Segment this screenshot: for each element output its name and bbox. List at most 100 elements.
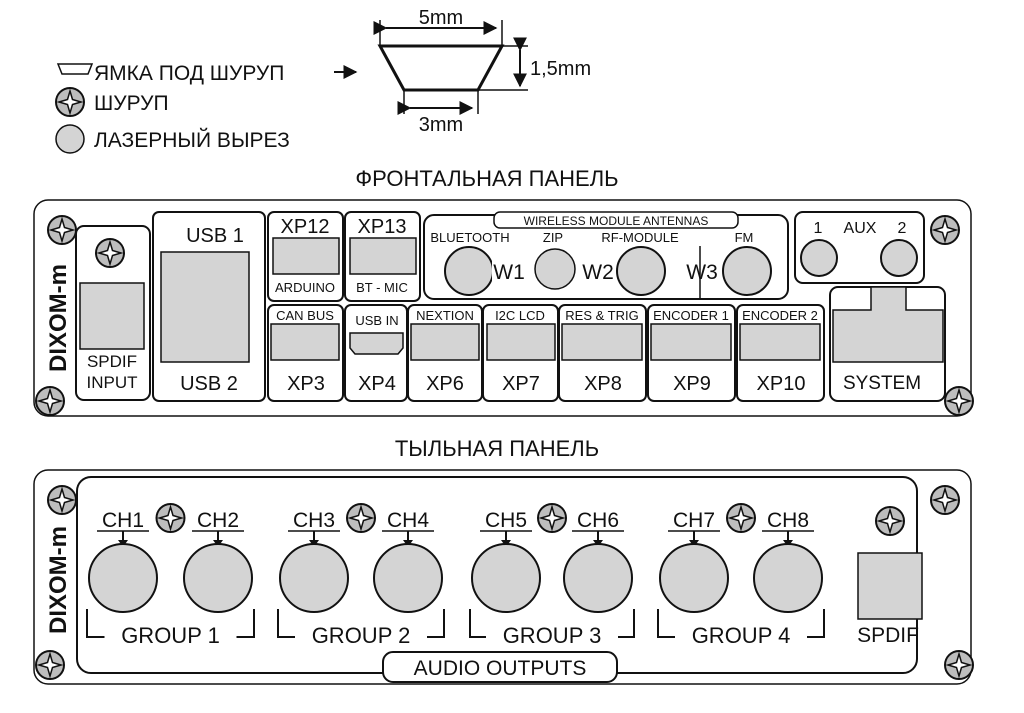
xp10-cut xyxy=(739,323,821,361)
w2-label: W2 xyxy=(582,261,614,284)
encoder1-label: ENCODER 1 xyxy=(653,308,729,323)
front-brand: DIXOM-m xyxy=(45,264,72,372)
output-jack-ch2 xyxy=(183,543,253,613)
antenna-w2-connector xyxy=(616,246,666,296)
legend-recess-label: ЯМКА ПОД ШУРУП xyxy=(94,62,284,85)
bluetooth-label: BLUETOOTH xyxy=(430,230,509,245)
antennas-title: WIRELESS MODULE ANTENNAS xyxy=(524,214,709,228)
xp12-frame xyxy=(267,211,344,302)
xp12-label: XP12 xyxy=(281,216,330,238)
xp13-label: XP13 xyxy=(358,216,407,238)
xp10-label: XP10 xyxy=(757,373,806,395)
w3-label-bg xyxy=(683,258,721,282)
system-label: SYSTEM xyxy=(843,373,921,394)
group-label: GROUP 4 xyxy=(692,623,791,648)
channel-label: CH1 xyxy=(102,509,144,532)
spdif-input-cut xyxy=(79,282,145,350)
channel-label: CH3 xyxy=(293,509,335,532)
xp3-label: XP3 xyxy=(287,373,325,395)
arduino-label: ARDUINO xyxy=(275,280,335,295)
output-jack-ch1 xyxy=(88,543,158,613)
dim-height-label: 1,5mm xyxy=(530,58,591,80)
group-screw-icon xyxy=(537,503,567,533)
usb1-label: USB 1 xyxy=(186,225,244,247)
channel-label: CH4 xyxy=(387,509,429,532)
dim-bottom-label: 3mm xyxy=(419,114,463,136)
channel-label: CH6 xyxy=(577,509,619,532)
antennas-title-box xyxy=(493,211,739,229)
screw-icon xyxy=(55,87,85,117)
group-bracket xyxy=(657,609,825,638)
aux-frame xyxy=(794,211,925,284)
w3-label: W3 xyxy=(686,261,718,284)
bt-mic-label: BT - MIC xyxy=(356,280,408,295)
usb-port-cut xyxy=(160,251,250,363)
i2c-lcd-label: I2C LCD xyxy=(495,308,545,323)
spdif-output-cut xyxy=(857,552,923,620)
xp4-label: XP4 xyxy=(358,373,396,395)
spdif-input-label-1: SPDIF xyxy=(87,352,137,371)
xp9-label: XP9 xyxy=(673,373,711,395)
antenna-zip-connector xyxy=(534,248,576,290)
xp8-frame xyxy=(558,304,647,402)
group-screw-icon xyxy=(726,503,756,533)
aux2-jack xyxy=(880,239,918,277)
spdif-output-label: SPDIF xyxy=(857,624,919,647)
xp3-cut xyxy=(270,323,340,361)
channel-label: CH2 xyxy=(197,509,239,532)
output-jack-ch8 xyxy=(753,543,823,613)
nextion-label: NEXTION xyxy=(416,308,474,323)
spdif-output-screw-icon xyxy=(875,506,905,536)
group-bracket xyxy=(277,609,445,638)
rear-screw-tr-icon xyxy=(930,485,960,515)
xp12-cut xyxy=(272,237,340,275)
output-jack-ch7 xyxy=(659,543,729,613)
group-bracket xyxy=(86,609,255,638)
output-jack-ch5 xyxy=(471,543,541,613)
xp13-cut xyxy=(349,237,417,275)
antenna-w1-connector xyxy=(444,246,494,296)
aux2-label: 2 xyxy=(898,220,907,237)
xp7-label: XP7 xyxy=(502,373,540,395)
output-group-4: GROUP 4 CH7 CH8 xyxy=(657,503,825,648)
group-screw-icon xyxy=(155,503,186,533)
xp6-label: XP6 xyxy=(426,373,464,395)
fm-label: FM xyxy=(735,230,754,245)
group-label: GROUP 3 xyxy=(503,623,602,648)
w2-label-bg xyxy=(579,258,615,282)
usb-frame xyxy=(152,211,266,402)
group-label: GROUP 2 xyxy=(312,623,411,648)
aux1-label: 1 xyxy=(814,220,823,237)
usb-in-port-cut xyxy=(349,332,404,355)
audio-outputs-box xyxy=(382,651,618,683)
xp7-cut xyxy=(486,323,556,361)
zip-label: ZIP xyxy=(543,230,563,245)
rf-module-label: RF-MODULE xyxy=(601,230,679,245)
xp3-frame xyxy=(267,304,344,402)
xp6-cut xyxy=(410,323,480,361)
can-bus-label: CAN BUS xyxy=(276,308,334,323)
recess-profile xyxy=(377,44,505,92)
encoder2-label: ENCODER 2 xyxy=(742,308,818,323)
usb2-label: USB 2 xyxy=(180,373,238,395)
front-screw-br-icon xyxy=(944,386,974,416)
res-trig-label: RES & TRIG xyxy=(565,308,638,323)
rear-screw-tl-icon xyxy=(47,485,77,515)
front-screw-bl-icon xyxy=(35,386,65,416)
recess-icon xyxy=(56,63,94,75)
front-screw-tl-icon xyxy=(47,215,77,245)
channel-label: CH5 xyxy=(485,509,527,532)
front-panel: DIXOM-m SPDIF INPUT USB 1 USB 2 XP12 ARD… xyxy=(33,199,974,417)
spdif-input-label-2: INPUT xyxy=(87,373,138,392)
channel-label: CH7 xyxy=(673,509,715,532)
xp9-cut xyxy=(650,323,732,361)
system-port-cut xyxy=(832,286,944,363)
xp8-cut xyxy=(561,323,643,361)
laser-cut-icon xyxy=(55,124,85,154)
channel-label: CH8 xyxy=(767,509,809,532)
xp13-frame xyxy=(344,211,421,302)
aux-label: AUX xyxy=(844,220,877,237)
w1-label: W1 xyxy=(493,261,525,284)
